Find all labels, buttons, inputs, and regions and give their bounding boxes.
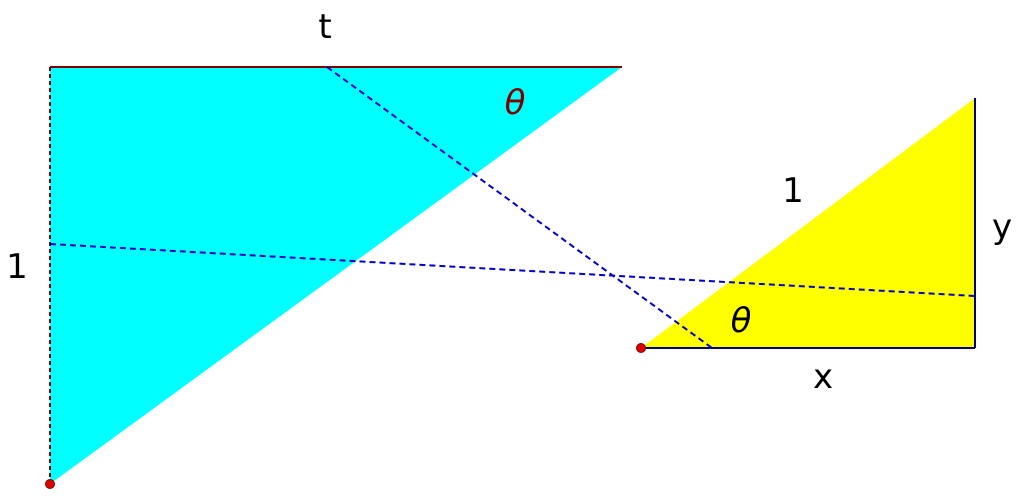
label-theta-right: θ [731,301,752,341]
label-theta-left: θ [505,83,526,123]
label-t: t [318,7,331,47]
label-y: y [992,207,1012,247]
point-right [636,343,646,353]
label-x: x [813,357,833,397]
label-1-left: 1 [6,247,28,287]
point-left [45,479,55,489]
cyan-triangle [50,67,622,484]
dashed-line-1 [49,243,976,297]
yellow-triangle [641,98,975,348]
label-1-right: 1 [782,171,804,211]
